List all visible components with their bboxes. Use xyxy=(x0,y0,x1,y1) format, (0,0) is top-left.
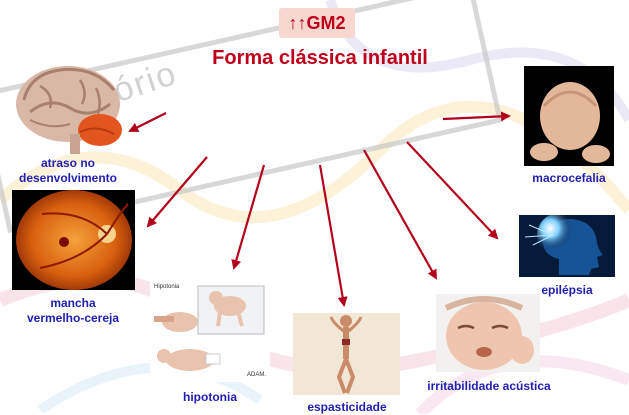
label-atraso: atraso no desenvolvimento xyxy=(8,156,128,186)
baby-hypotonia-icon: Hipotonia ADAM. xyxy=(150,282,270,382)
spastic-figure-icon xyxy=(293,313,400,395)
label-mancha-line2: vermelho-cereja xyxy=(10,311,136,326)
label-mancha-line1: mancha xyxy=(10,296,136,311)
label-atraso-line2: desenvolvimento xyxy=(8,171,128,186)
label-mancha: mancha vermelho-cereja xyxy=(10,296,136,326)
title-badge: ↑↑GM2 xyxy=(279,8,355,38)
crying-baby-icon xyxy=(436,294,540,372)
retina-icon xyxy=(12,190,135,290)
epilepsy-head-icon xyxy=(519,215,615,277)
label-epilepsia: epilépsia xyxy=(524,283,610,298)
hipotonia-image-caption: Hipotonia xyxy=(154,284,179,290)
label-espasticidade: espasticidade xyxy=(294,400,400,415)
label-irritabilidade: irritabilidade acústica xyxy=(414,379,564,394)
page-title: Forma clássica infantil xyxy=(150,47,490,70)
label-hipotonia: hipotonia xyxy=(170,390,250,405)
adam-credit: ADAM. xyxy=(247,372,266,378)
macrocephaly-head-icon xyxy=(524,66,614,166)
label-atraso-line1: atraso no xyxy=(8,156,128,171)
brain-icon xyxy=(10,60,130,156)
label-macrocefalia: macrocefalia xyxy=(524,171,614,186)
